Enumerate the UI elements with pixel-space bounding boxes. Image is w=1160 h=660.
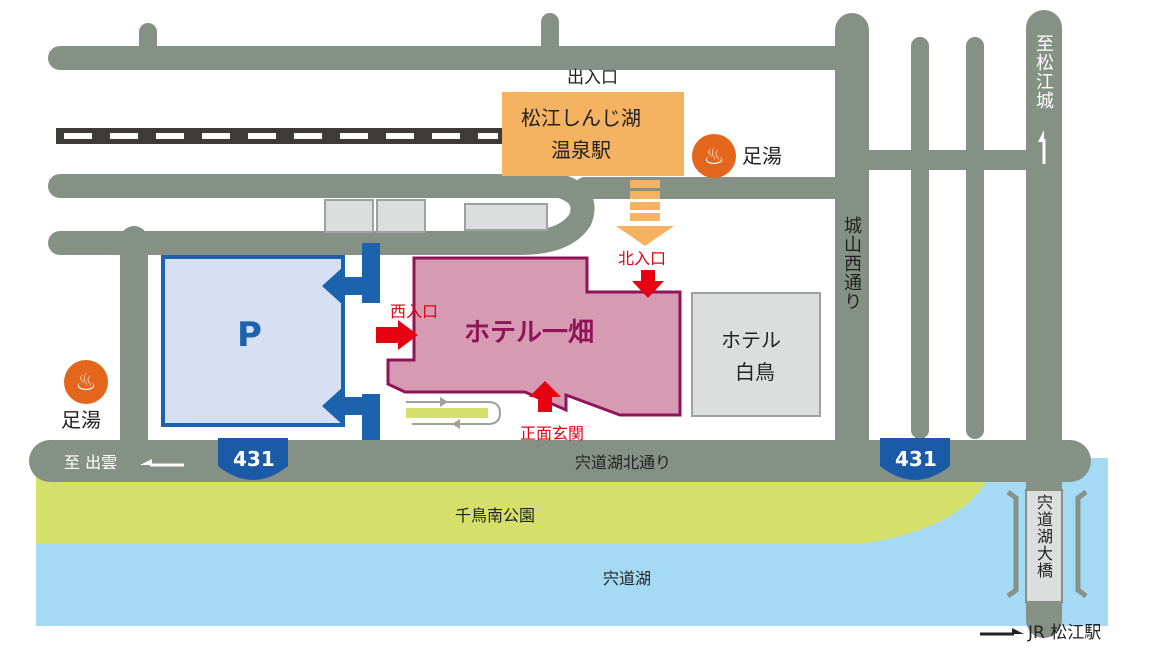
lake-north-road-label: 宍道湖北通り — [575, 453, 672, 472]
park-label: 千鳥南公園 — [455, 506, 536, 525]
drive-arrow-1 — [440, 397, 448, 407]
west-entrance-arrow-head — [398, 320, 418, 350]
north-entrance-arrow-head — [632, 281, 664, 298]
main-entrance-arrow-shaft — [538, 396, 552, 412]
parking-arrow-bottom-shaft — [340, 397, 370, 415]
drive-loop — [406, 401, 502, 425]
izumo-direction-label: 至 出雲 — [64, 453, 118, 472]
bridge-label: 宍道湖大橋 — [1034, 494, 1053, 579]
station-name-line2: 温泉駅 — [551, 138, 611, 162]
parking-label: P — [237, 315, 262, 355]
footbath-label-left: 足湯 — [61, 408, 101, 432]
station-name-line1: 松江しんじ湖 — [521, 106, 641, 130]
footbath-label-station: 足湯 — [742, 144, 782, 168]
izumo-direction-arrow — [140, 459, 184, 467]
hotel-drive — [406, 397, 502, 429]
north-entrance-arrow-shaft — [641, 270, 655, 282]
parking-lot — [161, 255, 345, 427]
road-station-loop — [48, 174, 595, 255]
jr-station-label: JR 松江駅 — [1028, 623, 1102, 643]
parking-arrow-top-shaft — [340, 277, 370, 295]
west-entrance-label: 西入口 — [390, 302, 439, 321]
shelter-3 — [464, 203, 548, 231]
hot-spring-icon: ♨ — [64, 360, 108, 404]
main-entrance-label: 正面玄関 — [520, 424, 585, 443]
main-entrance-arrow-head — [529, 381, 561, 397]
route-shield-left — [218, 438, 288, 480]
hotel-name: ホテル一畑 — [464, 318, 595, 348]
neighbor-hotel-building — [691, 292, 821, 417]
railway-line — [56, 128, 502, 144]
shelter-1 — [324, 199, 374, 233]
shiroyama-road-label: 城山西通り — [841, 216, 862, 311]
parking-arrow-bottom-head — [322, 386, 344, 426]
castle-direction-arrow — [1038, 130, 1046, 164]
west-entrance-arrow-shaft — [376, 327, 400, 343]
railway-track — [56, 128, 502, 144]
shelter-2 — [376, 199, 426, 233]
lake-bridge — [1006, 489, 1088, 603]
route-number-right: 431 — [895, 447, 937, 471]
north-entrance-label: 北入口 — [618, 249, 667, 268]
jr-station-arrow — [980, 628, 1024, 636]
drive-median — [406, 408, 488, 418]
station-shelters — [324, 199, 548, 233]
park-area — [36, 476, 990, 544]
route-shield-right — [880, 438, 950, 480]
bridge-deck — [1025, 489, 1063, 603]
station-building — [502, 92, 684, 176]
route-number-left: 431 — [233, 447, 275, 471]
parking-arrow-top-head — [322, 266, 344, 306]
hotel-building — [386, 256, 682, 417]
hot-spring-icon: ♨ — [692, 134, 736, 178]
neighbor-hotel-line1: ホテル — [721, 328, 781, 352]
castle-direction-label: 至松江城 — [1033, 34, 1054, 110]
entrance-arrows — [376, 270, 664, 412]
parking-entry-arrows — [322, 243, 380, 440]
lake-label: 宍道湖 — [603, 569, 652, 588]
drive-arrow-2 — [452, 419, 460, 429]
station-exit-arrow — [616, 180, 674, 246]
station-exit-label: 出入口 — [567, 68, 618, 88]
neighbor-hotel-line2: 白鳥 — [735, 360, 775, 384]
